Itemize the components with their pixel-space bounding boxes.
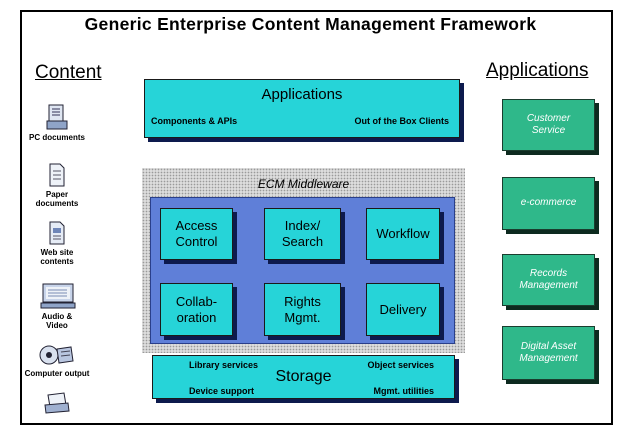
content-item-label: Computer output (24, 369, 90, 378)
module-delivery: Delivery (366, 283, 440, 336)
content-item-label: Paper documents (35, 190, 79, 209)
diagram-title: Generic Enterprise Content Management Fr… (84, 14, 537, 34)
mgmt-utilities-label: Mgmt. utilities (373, 386, 435, 396)
device-support-label: Device support (189, 386, 255, 396)
web-document-icon (49, 221, 65, 245)
paper-document-icon (49, 163, 65, 187)
module-label: Access Control (175, 218, 218, 249)
module-index-search: Index/ Search (264, 208, 341, 260)
content-item-web-site-contents: Web site contents (22, 220, 92, 266)
app-digital-asset-management: Digital Asset Management (502, 326, 595, 380)
storage-label: Storage (275, 368, 332, 385)
module-label: Collab- oration (175, 293, 218, 325)
app-label: e-commerce (520, 197, 577, 209)
applications-heading: Applications (486, 60, 589, 81)
applications-layer-box: Applications Components & APIs Out of th… (144, 79, 460, 138)
content-item-computer-output: Computer output (22, 343, 92, 378)
module-label: Workflow (376, 226, 430, 242)
library-services-label: Library services (189, 360, 259, 370)
content-item-label: Audio & Video (41, 312, 73, 331)
app-label: Customer Service (526, 112, 571, 137)
content-item-scanner (22, 391, 92, 417)
module-label: Delivery (379, 301, 427, 317)
module-label: Rights Mgmt. (284, 293, 321, 325)
audio-video-icon (40, 283, 76, 309)
module-workflow: Workflow (366, 208, 440, 260)
object-services-label: Object services (367, 360, 434, 370)
content-item-label: PC documents (28, 133, 85, 142)
content-item-label: Web site contents (40, 248, 74, 267)
components-apis-label: Components & APIs (151, 116, 238, 126)
app-e-commerce: e-commerce (502, 177, 595, 230)
module-access-control: Access Control (160, 208, 233, 260)
app-label: Digital Asset Management (519, 340, 578, 365)
app-customer-service: Customer Service (502, 99, 595, 151)
out-of-box-clients-label: Out of the Box Clients (354, 116, 450, 126)
app-records-management: Records Management (502, 254, 595, 306)
content-item-audio-video: Audio & Video (22, 282, 92, 330)
content-item-pc-documents: PC documents (22, 103, 92, 142)
module-collaboration: Collab- oration (160, 283, 233, 336)
content-heading: Content (35, 62, 102, 83)
module-rights-mgmt: Rights Mgmt. (264, 283, 341, 336)
storage-layer-box: Library services Object services Storage… (152, 355, 455, 399)
middleware-title: ECM Middleware (257, 177, 350, 191)
computer-output-icon (39, 345, 74, 365)
applications-layer-label: Applications (261, 86, 343, 103)
app-label: Records Management (519, 267, 578, 292)
scanner-icon (44, 392, 70, 414)
pc-document-icon (46, 104, 68, 130)
content-item-paper-documents: Paper documents (22, 162, 92, 208)
module-label: Index/ Search (281, 218, 324, 249)
